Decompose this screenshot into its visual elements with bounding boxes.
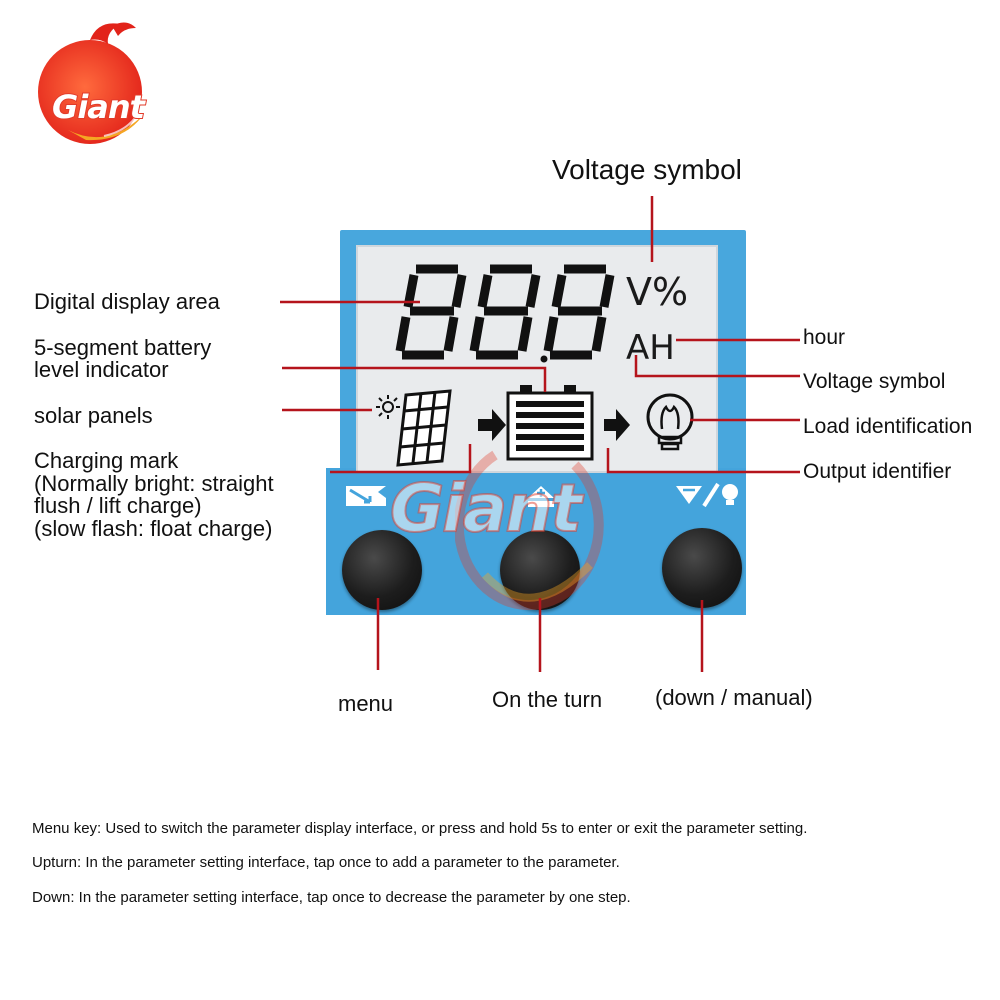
label-voltage-symbol-top: Voltage symbol	[552, 154, 742, 185]
note-upturn: Upturn: In the parameter setting interfa…	[32, 854, 620, 871]
down-manual-button[interactable]	[662, 528, 742, 608]
up-key-icon	[528, 486, 554, 507]
watermark-text: Giant	[389, 469, 583, 548]
label-voltage-symbol-right: Voltage symbol	[803, 370, 946, 393]
label-on-the-turn: On the turn	[492, 687, 603, 712]
label-digital-display-area: Digital display area	[34, 289, 220, 314]
giant-logo: Giant	[28, 18, 163, 148]
lcd-screen: V% AH	[356, 245, 718, 473]
unit-amp-hour: AH	[626, 328, 675, 368]
segment-digit-2	[469, 264, 541, 360]
note-menu-key: Menu key: Used to switch the parameter d…	[32, 820, 808, 837]
label-down-manual: (down / manual)	[655, 685, 813, 710]
lcd-graphics: V% AH	[376, 264, 694, 467]
label-solar-panels: solar panels	[34, 403, 153, 428]
label-hour: hour	[803, 326, 846, 349]
solar-panel-icon	[376, 389, 452, 467]
leader-charging	[330, 444, 472, 474]
battery-icon	[506, 385, 594, 461]
leader-voltage-right	[634, 355, 800, 378]
label-menu: menu	[338, 691, 394, 716]
note-down: Down: In the parameter setting interface…	[32, 889, 631, 906]
label-battery-line1: 5-segment battery	[34, 335, 212, 360]
watermark-ring-icon	[455, 450, 604, 611]
unit-voltage-percent: V%	[626, 270, 688, 314]
label-output-identifier: Output identifier	[803, 460, 952, 483]
menu-button[interactable]	[342, 530, 422, 610]
label-charging-line1: Charging mark	[34, 448, 179, 473]
down-manual-key-icon	[676, 482, 738, 508]
logo-emblem-icon	[38, 22, 144, 144]
label-load-identification: Load identification	[803, 415, 973, 438]
label-charging-line2: (Normally bright: straight	[34, 471, 274, 496]
digital-display-area	[395, 264, 615, 363]
label-charging-line4: (slow flash: float charge)	[34, 516, 273, 541]
logo-wordmark: Giant	[51, 87, 146, 127]
up-button[interactable]	[500, 530, 580, 610]
output-arrow-icon	[604, 409, 630, 441]
decimal-point	[540, 355, 548, 363]
segment-digit-3	[543, 264, 615, 360]
charging-arrow-icon	[478, 409, 506, 441]
label-charging-line3: flush / lift charge)	[34, 493, 202, 518]
bulb-icon	[646, 393, 694, 451]
leader-output	[606, 448, 800, 474]
segment-digit-1	[395, 264, 467, 360]
menu-key-icon	[346, 486, 386, 506]
leader-battery	[282, 366, 547, 392]
label-battery-line2: level indicator	[34, 357, 169, 382]
